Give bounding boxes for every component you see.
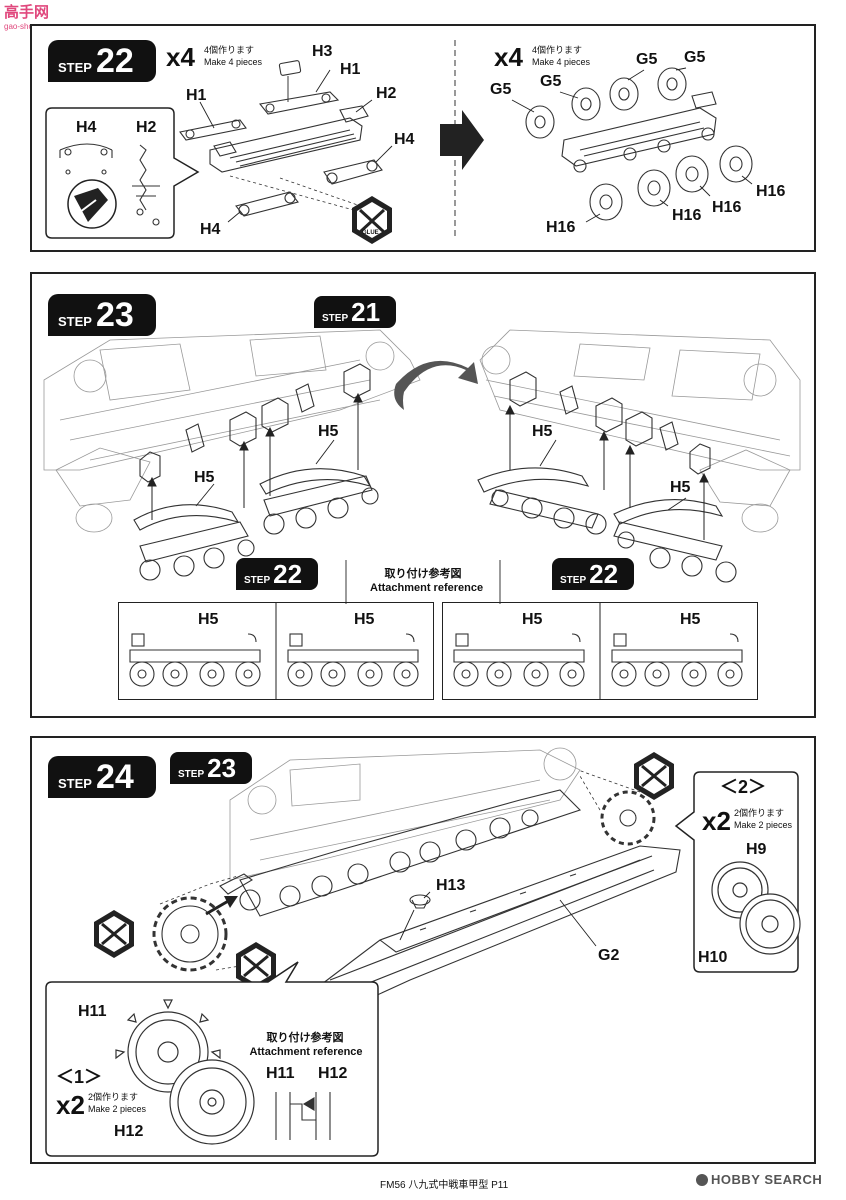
label-h5-right-2: H5	[670, 479, 691, 496]
step-number: 22	[95, 42, 134, 80]
step-number: 22	[273, 559, 303, 589]
inset2-jp: 2個作ります	[734, 808, 785, 818]
label-h16-2: H16	[672, 207, 702, 224]
inset2-en: Make 2 pieces	[734, 820, 793, 830]
attach-ref-en-23: Attachment reference	[370, 582, 484, 594]
label-h1-left: H1	[186, 87, 207, 104]
step22-left-multiplier: x4	[166, 42, 195, 72]
footer-text: FM56 八九式中戦車甲型 P11	[380, 1180, 509, 1191]
hobby-search-icon	[696, 1173, 708, 1186]
label-g2: G2	[598, 947, 620, 964]
watermark-url: gao-shou.com	[4, 22, 74, 32]
label-h1-top: H1	[340, 61, 361, 78]
footer-brand-text: HOBBY SEARCH	[711, 1172, 823, 1187]
attach-ref-jp-24: 取り付け参考図	[266, 1032, 344, 1044]
step22-left-jp: 4個作ります	[204, 45, 255, 55]
step23-panel	[30, 272, 816, 718]
step-number: 21	[351, 297, 381, 327]
step24-ref-step23: STEP 23	[170, 752, 252, 784]
inset-label-h2: H2	[136, 119, 157, 136]
inset2-label-h9: H9	[746, 841, 767, 858]
inset2-label-h10: H10	[698, 949, 728, 966]
step22-left-en: Make 4 pieces	[204, 57, 263, 67]
ref-label-h5-2: H5	[354, 611, 375, 628]
step-word: STEP	[244, 575, 271, 586]
attach-ref-en-24: Attachment reference	[249, 1046, 363, 1058]
glue-label: GLUE	[362, 230, 379, 236]
step-number: 24	[95, 758, 134, 796]
step-number: 22	[589, 559, 619, 589]
label-h5-left-1: H5	[194, 469, 215, 486]
attach-label-h11: H11	[266, 1065, 295, 1082]
inset1-mark: ＜1＞	[56, 1067, 103, 1087]
step-word: STEP	[560, 575, 587, 586]
label-h16-4: H16	[756, 183, 786, 200]
step23-ref-right-step22: STEP 22	[552, 558, 634, 590]
label-h2: H2	[376, 85, 397, 102]
inset1-multiplier: x2	[56, 1090, 85, 1120]
attach-ref-jp-23: 取り付け参考図	[384, 568, 462, 580]
inset1-jp: 2個作ります	[88, 1092, 139, 1102]
watermark-brand: 高手网	[4, 4, 50, 21]
ref-label-h5-3: H5	[522, 611, 543, 628]
step22-right-en: Make 4 pieces	[532, 57, 591, 67]
inset1-label-h12: H12	[114, 1123, 144, 1140]
label-h5-right-1: H5	[532, 423, 553, 440]
label-g5-4: G5	[684, 49, 706, 66]
step22-right-multiplier: x4	[494, 42, 523, 72]
inset-label-h4: H4	[76, 119, 97, 136]
step23-ref-step21: STEP 21	[314, 296, 396, 328]
step22-badge: STEP 22	[48, 40, 156, 82]
label-h3: H3	[312, 43, 333, 60]
label-h4-bottom: H4	[200, 221, 221, 238]
step24-badge: STEP 24	[48, 756, 156, 798]
label-g5-1: G5	[490, 81, 512, 98]
step-number: 23	[95, 296, 134, 334]
label-h16-1: H16	[546, 219, 576, 236]
step-word: STEP	[322, 313, 349, 324]
ref-label-h5-4: H5	[680, 611, 701, 628]
rotation-label: 180°	[422, 379, 445, 391]
ref-label-h5-1: H5	[198, 611, 219, 628]
label-h13: H13	[436, 877, 466, 894]
inset2-mark: ＜2＞	[720, 777, 767, 797]
step-word: STEP	[178, 769, 205, 780]
label-h4-right: H4	[394, 131, 415, 148]
attach-label-h12: H12	[318, 1065, 348, 1082]
inset1-en: Make 2 pieces	[88, 1104, 147, 1114]
inset2-multiplier: x2	[702, 806, 731, 836]
label-g5-3: G5	[636, 51, 658, 68]
label-g5-2: G5	[540, 73, 562, 90]
watermark-logo: 高手网 gao-shou.com	[4, 4, 74, 34]
step22-right-jp: 4個作ります	[532, 45, 583, 55]
step-word: STEP	[58, 60, 92, 75]
inset1-label-h11: H11	[78, 1003, 107, 1020]
step-number: 23	[207, 753, 237, 783]
step23-ref-left-step22: STEP 22	[236, 558, 318, 590]
step-word: STEP	[58, 314, 92, 329]
label-h5-left-2: H5	[318, 423, 339, 440]
step23-badge: STEP 23	[48, 294, 156, 336]
footer-brand: HOBBY SEARCH	[696, 1172, 822, 1187]
step-word: STEP	[58, 776, 92, 791]
label-h16-3: H16	[712, 199, 742, 216]
